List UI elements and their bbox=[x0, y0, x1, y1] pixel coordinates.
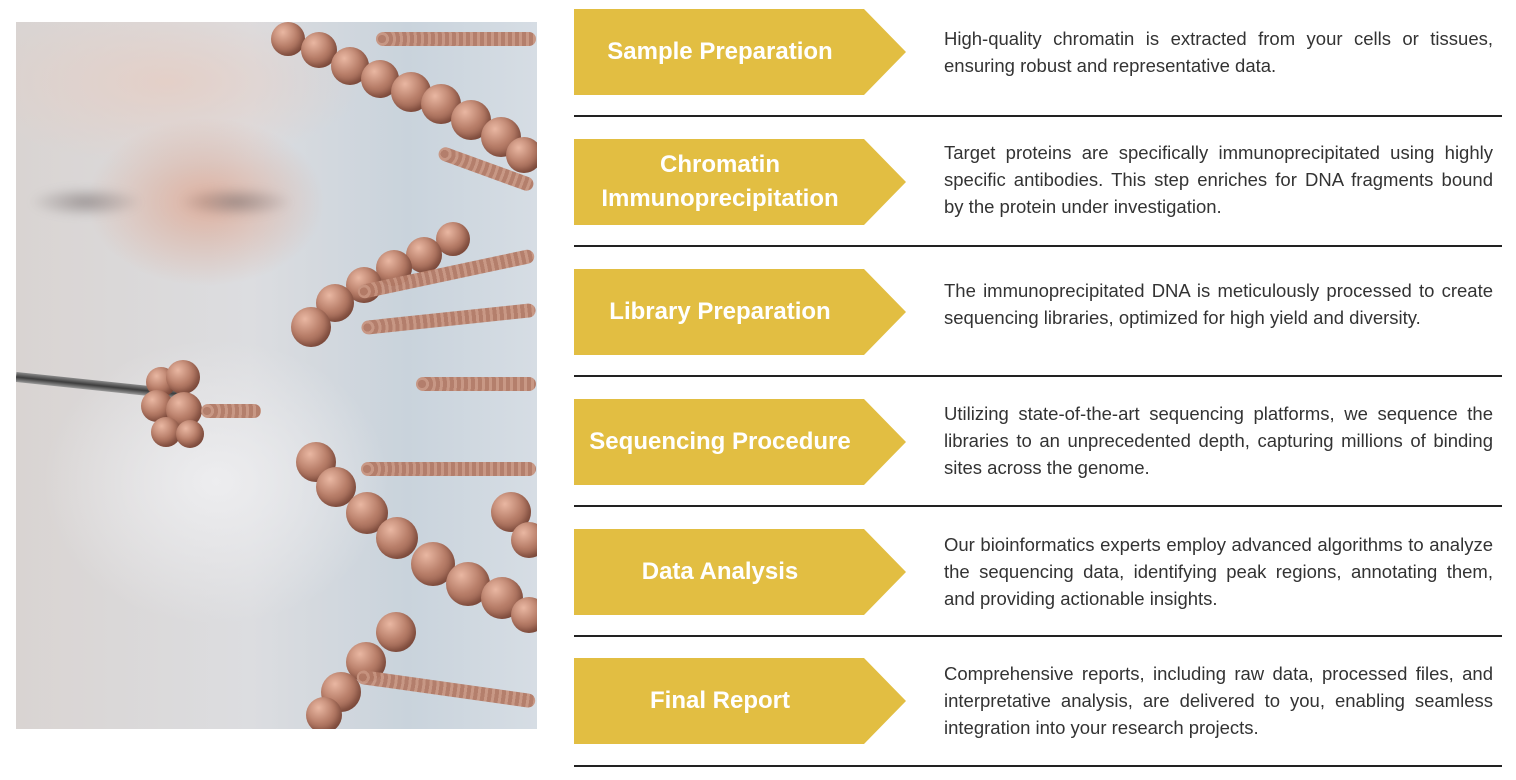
step-title: Data Analysis bbox=[641, 558, 799, 585]
step-data-analysis: Data Analysis Our bioinformatics experts… bbox=[574, 529, 1502, 659]
step-arrow: Library Preparation bbox=[574, 269, 906, 355]
divider bbox=[574, 115, 1502, 117]
step-arrow: Final Report bbox=[574, 658, 906, 744]
step-chromatin-immunoprecipitation: Chromatin Immunoprecipitation Target pro… bbox=[574, 139, 1502, 269]
step-description: Comprehensive reports, including raw dat… bbox=[944, 663, 1493, 738]
step-title: Sequencing Procedure bbox=[589, 428, 851, 455]
step-arrow: Sample Preparation bbox=[574, 9, 906, 95]
step-description: Utilizing state-of-the-art sequencing pl… bbox=[944, 403, 1493, 478]
step-description: High-quality chromatin is extracted from… bbox=[944, 28, 1493, 76]
divider bbox=[574, 765, 1502, 767]
step-title: Chromatin Immunoprecipitation bbox=[601, 151, 839, 212]
step-title: Sample Preparation bbox=[607, 38, 833, 65]
scientist-face-blur bbox=[16, 172, 346, 232]
divider bbox=[574, 245, 1502, 247]
step-arrow: Chromatin Immunoprecipitation bbox=[574, 139, 906, 225]
step-sample-preparation: Sample Preparation High-quality chromati… bbox=[574, 9, 1502, 139]
step-description: The immunoprecipitated DNA is meticulous… bbox=[944, 280, 1493, 328]
divider bbox=[574, 375, 1502, 377]
step-title: Library Preparation bbox=[609, 298, 831, 325]
step-description: Target proteins are specifically immunop… bbox=[944, 142, 1493, 217]
step-description: Our bioinformatics experts employ advanc… bbox=[944, 534, 1493, 609]
step-arrow: Data Analysis bbox=[574, 529, 906, 615]
step-final-report: Final Report Comprehensive reports, incl… bbox=[574, 658, 1502, 780]
step-library-preparation: Library Preparation The immunoprecipitat… bbox=[574, 269, 1502, 399]
step-title: Final Report bbox=[649, 687, 790, 714]
dna-research-photo bbox=[16, 22, 537, 729]
divider bbox=[574, 635, 1502, 637]
step-arrow: Sequencing Procedure bbox=[574, 399, 906, 485]
divider bbox=[574, 505, 1502, 507]
step-sequencing-procedure: Sequencing Procedure Utilizing state-of-… bbox=[574, 399, 1502, 529]
